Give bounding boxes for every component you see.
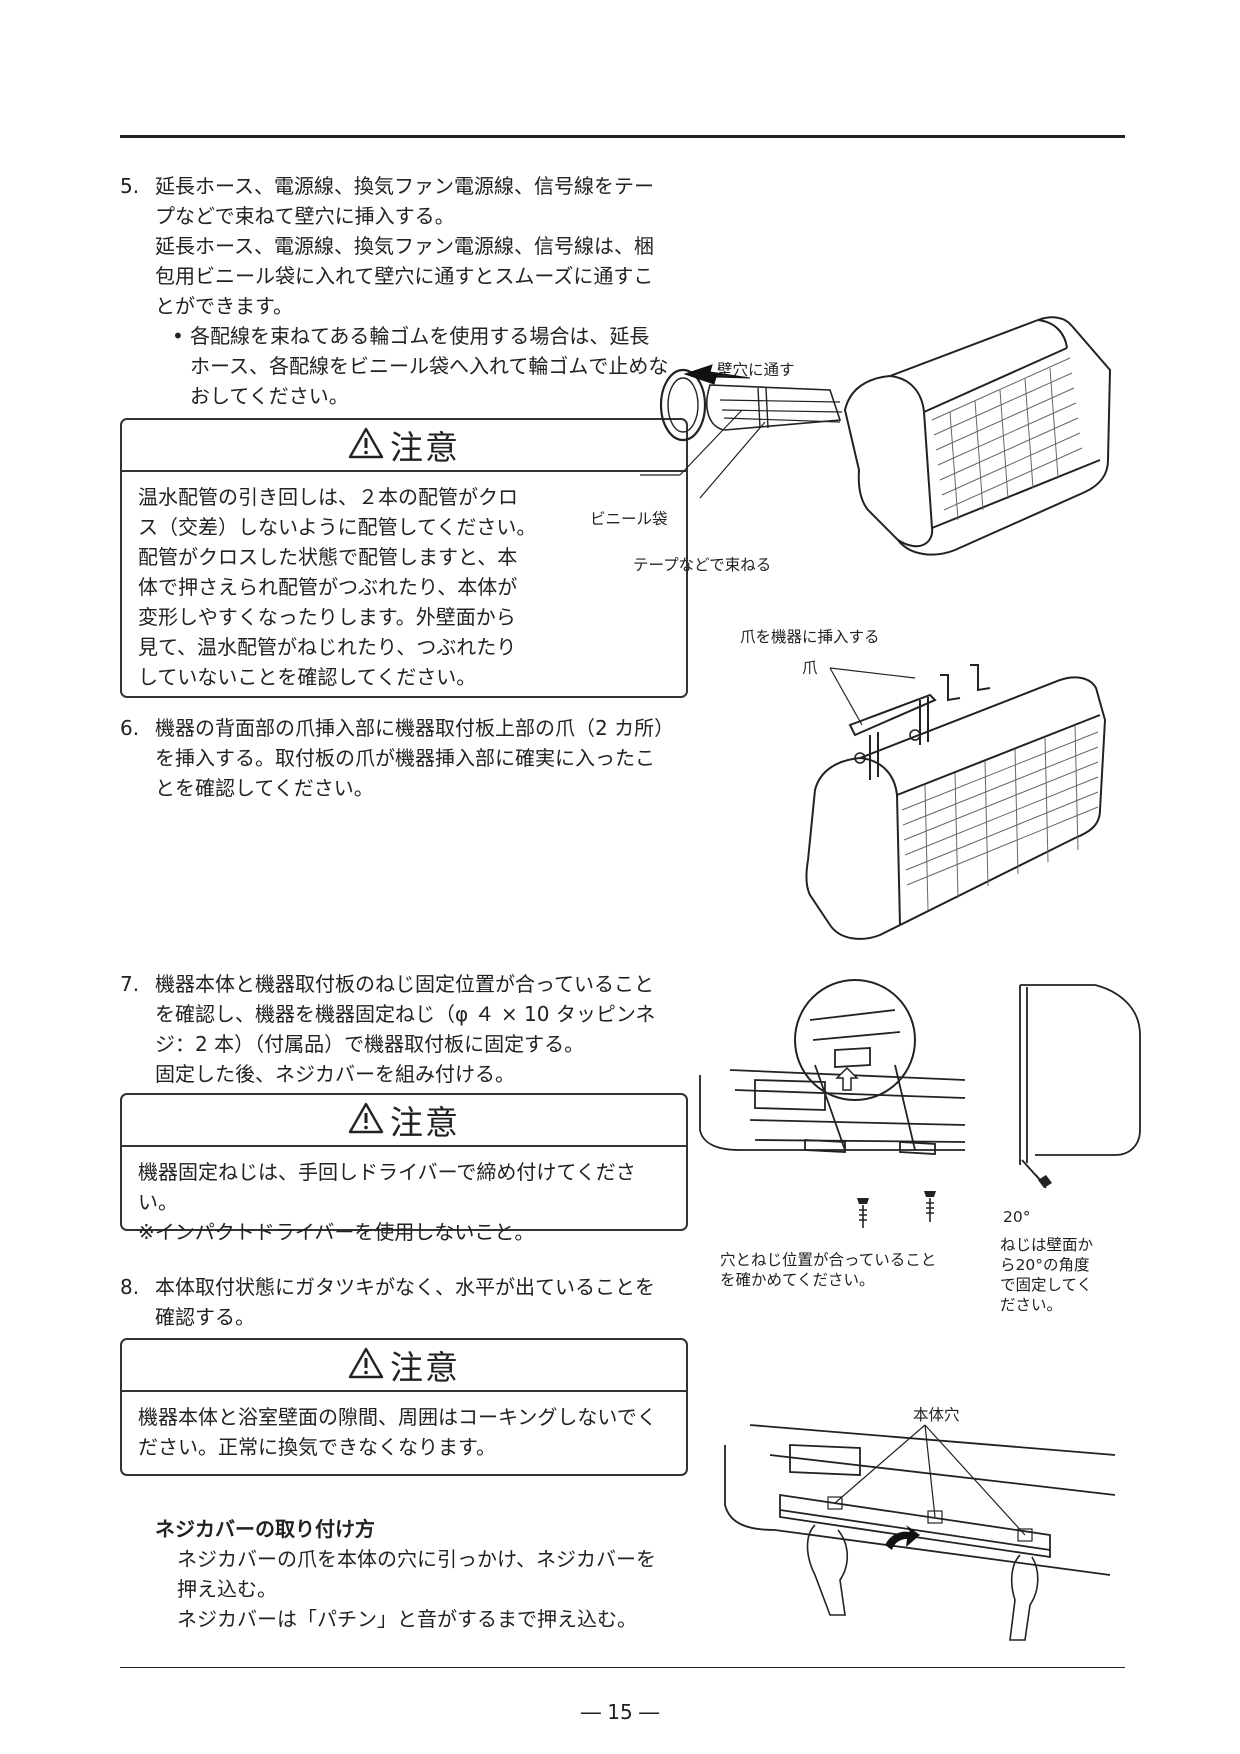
step-text: 機器本体と機器取付板のねじ固定位置が合っていること <box>155 972 654 996</box>
step-5: 5. 延長ホース、電源線、換気ファン電源線、信号線をテー プなどで束ねて壁穴に挿… <box>120 171 685 411</box>
caution-text: 見て、温水配管がねじれたり、つぶれたり <box>138 635 517 659</box>
caution-text: 変形しやすくなったりします。外壁面から <box>138 605 516 629</box>
step-number: 8. <box>120 1275 140 1299</box>
step-8: 8. 本体取付状態にガタツキがなく、水平が出ていることを 確認する。 <box>120 1272 685 1332</box>
page-number: ― 15 ― <box>580 1700 660 1724</box>
step-number: 7. <box>120 972 140 996</box>
step-text: とを確認してください。 <box>155 776 374 800</box>
section-title: ネジカバーの取り付け方 <box>155 1517 375 1541</box>
bullet-text: おしてください。 <box>190 384 349 408</box>
screw-position-illustration <box>699 979 966 1228</box>
caution-title: 注意 <box>390 1103 460 1142</box>
warning-icon <box>348 1102 384 1138</box>
step-text: 機器の背面部の爪挿入部に機器取付板上部の爪（2 カ所） <box>155 716 675 740</box>
step-text: 確認する。 <box>155 1305 255 1329</box>
caution-header: 注意 <box>122 1095 686 1147</box>
caution-text: 機器本体と浴室壁面の隙間、周囲はコーキングしないでく <box>138 1405 657 1429</box>
bullet-note: • 各配線を束ねてある輪ゴムを使用する場合は、延長 ホース、各配線をビニール袋へ… <box>172 321 685 411</box>
label-bundle-tape: テープなどで束ねる <box>633 556 772 574</box>
caution-title: 注意 <box>390 1348 460 1387</box>
section-text: ネジカバーは「パチン」と音がするまで押え込む。 <box>177 1607 637 1631</box>
caution-title: 注意 <box>390 428 460 467</box>
step-text: ジ：2 本）（付属品）で機器取付板に固定する。 <box>155 1032 585 1056</box>
caution-header: 注意 <box>122 1340 686 1392</box>
step-6: 6. 機器の背面部の爪挿入部に機器取付板上部の爪（2 カ所） を挿入する。取付板… <box>120 713 685 803</box>
claw-insert-illustration <box>805 664 1107 940</box>
label-vinyl-bag: ビニール袋 <box>590 510 668 528</box>
label-angle-note-2: ら20°の角度 <box>1000 1256 1090 1274</box>
caution-text: 機器固定ねじは、手回しドライバーで締め付けてください。 <box>138 1160 636 1214</box>
caution-text: ださい。正常に換気できなくなります。 <box>138 1435 496 1459</box>
label-claw: 爪 <box>802 659 818 677</box>
step-text: とができます。 <box>155 294 293 318</box>
caution-box: 注意 機器本体と浴室壁面の隙間、周囲はコーキングしないでく ださい。正常に換気で… <box>120 1338 688 1476</box>
step-text: 包用ビニール袋に入れて壁穴に通すとスムーズに通すこ <box>155 264 654 288</box>
label-angle: 20° <box>1003 1208 1031 1226</box>
step-text: 延長ホース、電源線、換気ファン電源線、信号線をテー <box>155 174 654 198</box>
caution-text: ※インパクトドライバーを使用しないこと。 <box>138 1220 535 1244</box>
caution-text: ス（交差）しないように配管してください。 <box>138 515 537 539</box>
section-text: ネジカバーの爪を本体の穴に引っかけ、ネジカバーを <box>177 1547 656 1571</box>
label-angle-note-3: で固定してく <box>1000 1276 1093 1294</box>
label-angle-note-1: ねじは壁面か <box>1000 1236 1094 1254</box>
caution-text: 配管がクロスした状態で配管しますと、本 <box>138 545 518 569</box>
caution-text: 体で押さえられ配管がつぶれたり、本体が <box>138 575 518 599</box>
caution-text: 温水配管の引き回しは、２本の配管がクロ <box>138 485 518 509</box>
step-text: を挿入する。取付板の爪が機器挿入部に確実に入ったこ <box>155 746 655 770</box>
step-text: プなどで束ねて壁穴に挿入する。 <box>155 204 455 228</box>
step-text: 本体取付状態にガタツキがなく、水平が出ていることを <box>155 1275 655 1299</box>
label-through-wall: 壁穴に通す <box>717 361 795 379</box>
warning-icon <box>348 1347 384 1383</box>
footer-rule <box>120 1667 1125 1668</box>
step-number: 5. <box>120 174 140 198</box>
step-number: 6. <box>120 716 140 740</box>
step-text: を確認し、機器を機器固定ねじ（φ ４ × 10 タッピンネ <box>155 1002 656 1026</box>
label-check-hole-2: を確かめてください。 <box>720 1271 875 1289</box>
screw-cover-section: ネジカバーの取り付け方 ネジカバーの爪を本体の穴に引っかけ、ネジカバーを 押え込… <box>155 1514 695 1634</box>
label-angle-note-4: ださい。 <box>1000 1296 1063 1314</box>
screw-cover-illustration <box>724 1424 1116 1641</box>
step-text: 固定した後、ネジカバーを組み付ける。 <box>155 1062 515 1086</box>
section-text: 押え込む。 <box>177 1577 277 1601</box>
caution-box: 注意 機器固定ねじは、手回しドライバーで締め付けてください。 ※インパクトドライ… <box>120 1093 688 1244</box>
side-view-illustration <box>1019 984 1141 1189</box>
bullet-text: ホース、各配線をビニール袋へ入れて輪ゴムで止めな <box>190 354 669 378</box>
bullet-mark: • <box>172 324 184 348</box>
warning-icon <box>348 427 384 463</box>
caution-box: 注意 温水配管の引き回しは、２本の配管がクロ ス（交差）しないように配管してくだ… <box>120 418 688 698</box>
caution-header: 注意 <box>122 420 686 472</box>
label-insert-claw: 爪を機器に挿入する <box>740 628 880 646</box>
step-text: 延長ホース、電源線、換気ファン電源線、信号線は、梱 <box>155 234 654 258</box>
bullet-text: 各配線を束ねてある輪ゴムを使用する場合は、延長 <box>190 324 650 348</box>
label-check-hole-1: 穴とねじ位置が合っていること <box>720 1251 937 1269</box>
step-7: 7. 機器本体と機器取付板のねじ固定位置が合っていること を確認し、機器を機器固… <box>120 969 685 1089</box>
caution-text: していないことを確認してください。 <box>138 665 477 689</box>
header-rule <box>120 135 1125 138</box>
label-body-hole: 本体穴 <box>913 1406 960 1424</box>
wall-hole-illustration <box>640 316 1112 556</box>
